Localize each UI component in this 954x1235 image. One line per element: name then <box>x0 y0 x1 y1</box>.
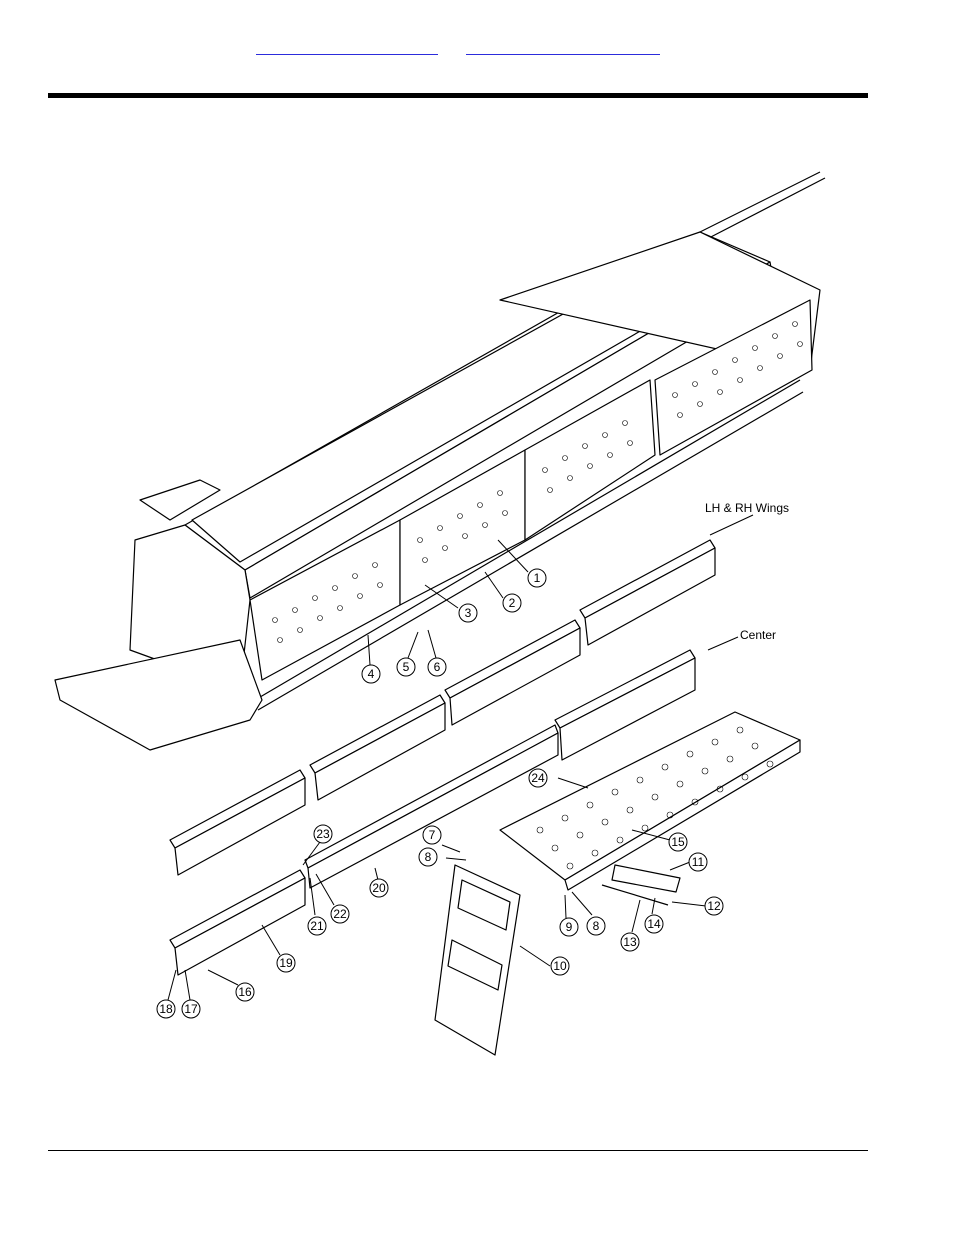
callout-3: 3 <box>458 603 478 623</box>
callout-bubbles: 1 2 3 4 5 6 7 8 8 9 10 11 12 13 14 15 16… <box>156 568 724 1019</box>
header-link-1[interactable] <box>256 36 438 55</box>
callout-18: 18 <box>156 999 176 1019</box>
callout-17: 17 <box>181 999 201 1019</box>
step-platform <box>499 711 801 891</box>
svg-text:5: 5 <box>403 660 410 674</box>
callout-19: 19 <box>276 953 296 973</box>
callout-1: 1 <box>527 568 547 588</box>
svg-text:4: 4 <box>368 667 375 681</box>
bracket-11 <box>611 864 681 893</box>
callout-4: 4 <box>361 664 381 684</box>
svg-text:13: 13 <box>623 935 637 949</box>
svg-text:1: 1 <box>534 571 541 585</box>
callout-10: 10 <box>550 956 570 976</box>
svg-text:16: 16 <box>238 985 252 999</box>
callout-15: 15 <box>668 832 688 852</box>
label-wings: LH & RH Wings <box>705 501 789 515</box>
svg-text:20: 20 <box>372 881 386 895</box>
svg-text:2: 2 <box>509 596 516 610</box>
callout-22: 22 <box>330 904 350 924</box>
callout-12: 12 <box>704 896 724 916</box>
callout-24: 24 <box>528 768 548 788</box>
callout-7: 7 <box>422 825 442 845</box>
header-rule <box>48 93 868 98</box>
callout-11: 11 <box>688 852 708 872</box>
label-center: Center <box>740 628 776 642</box>
step-brackets <box>169 539 716 976</box>
svg-text:18: 18 <box>159 1002 173 1016</box>
footer-rule <box>48 1150 868 1151</box>
machine-body <box>54 171 826 751</box>
callout-20: 20 <box>369 878 389 898</box>
svg-text:12: 12 <box>707 899 721 913</box>
callout-21: 21 <box>307 916 327 936</box>
perforation-pattern <box>272 321 803 643</box>
svg-text:23: 23 <box>316 827 330 841</box>
svg-text:3: 3 <box>465 606 472 620</box>
svg-text:17: 17 <box>184 1002 198 1016</box>
callout-2: 2 <box>502 593 522 613</box>
svg-text:6: 6 <box>434 660 441 674</box>
svg-text:11: 11 <box>692 855 705 869</box>
callout-5: 5 <box>396 657 416 677</box>
header-link-2[interactable] <box>466 36 660 55</box>
leader-lines <box>167 514 754 1001</box>
callout-14: 14 <box>644 914 664 934</box>
svg-text:22: 22 <box>333 907 347 921</box>
svg-text:7: 7 <box>429 828 436 842</box>
callout-23: 23 <box>313 824 333 844</box>
svg-text:9: 9 <box>566 920 573 934</box>
svg-text:14: 14 <box>647 917 661 931</box>
callout-9: 9 <box>559 917 579 937</box>
callout-16: 16 <box>235 982 255 1002</box>
svg-text:8: 8 <box>593 919 600 933</box>
callout-8a: 8 <box>418 847 438 867</box>
svg-text:15: 15 <box>671 835 685 849</box>
callout-13: 13 <box>620 932 640 952</box>
ladder <box>434 864 521 1056</box>
svg-text:10: 10 <box>553 959 567 973</box>
svg-text:8: 8 <box>425 850 432 864</box>
svg-text:21: 21 <box>310 919 324 933</box>
callout-6: 6 <box>427 657 447 677</box>
svg-text:24: 24 <box>531 771 545 785</box>
callout-8b: 8 <box>586 916 606 936</box>
svg-text:19: 19 <box>279 956 293 970</box>
rod <box>601 884 669 906</box>
